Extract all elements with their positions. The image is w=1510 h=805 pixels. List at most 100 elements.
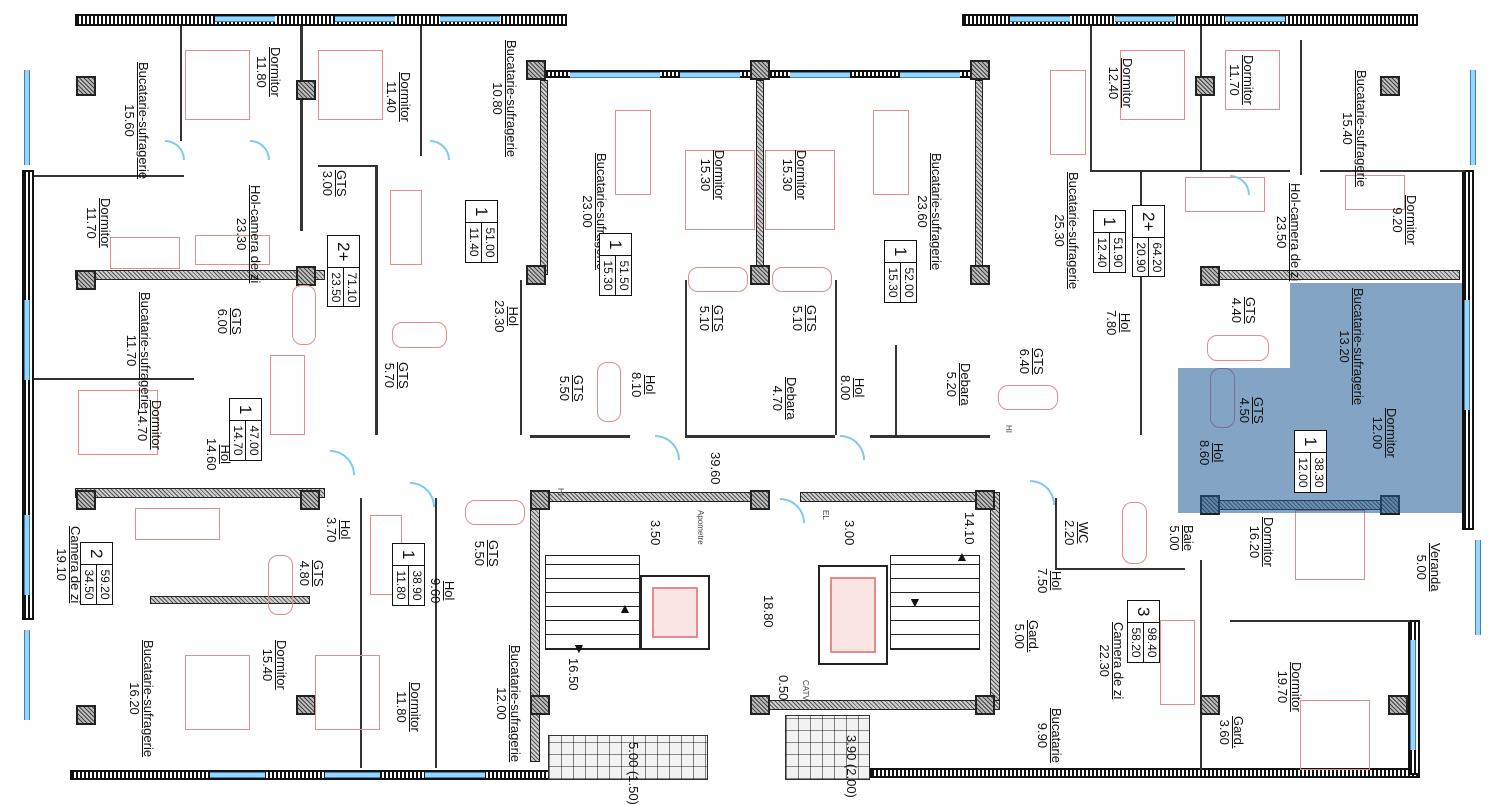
column [1195, 76, 1215, 96]
window [790, 72, 850, 78]
common-area-label: 3.00 [842, 520, 857, 546]
room-label: Gard.3.60 [1217, 716, 1246, 749]
partition-wall [520, 280, 522, 435]
column [296, 80, 316, 100]
window [24, 630, 30, 720]
bathtub [465, 500, 525, 525]
bathtub [268, 555, 293, 615]
door-swing [430, 140, 450, 160]
interior-wall [760, 700, 1000, 710]
door-swing [165, 140, 185, 160]
column [975, 695, 995, 715]
single-bed [110, 237, 180, 269]
window [680, 72, 740, 78]
window [1464, 300, 1470, 410]
window [24, 300, 30, 380]
bathtub [772, 267, 832, 292]
interior-wall [75, 270, 325, 280]
column [76, 705, 96, 725]
column [526, 265, 546, 285]
double-bed [318, 50, 383, 120]
partition-wall [1140, 170, 1142, 435]
interior-wall [530, 492, 770, 502]
double-bed [1295, 510, 1365, 580]
column [970, 60, 990, 80]
column [975, 490, 995, 510]
column [1388, 695, 1408, 715]
sofa [270, 355, 305, 435]
interior-wall [975, 80, 983, 275]
partition-wall [1090, 170, 1290, 172]
sofa [1185, 177, 1265, 212]
interior-wall [800, 492, 1000, 502]
column [750, 60, 770, 80]
entrance-platform-left [548, 735, 708, 780]
interior-wall [530, 492, 540, 762]
elevator-right [818, 565, 888, 665]
column [76, 270, 96, 290]
partition-wall [420, 26, 422, 156]
common-area-label: 39.60 [708, 452, 723, 485]
column [1380, 76, 1400, 96]
sofa [135, 508, 220, 540]
selected-apartment-highlight[interactable] [1178, 368, 1290, 513]
double-bed [765, 150, 835, 230]
partition-wall [180, 26, 182, 141]
window [1115, 16, 1175, 22]
partition-wall [1055, 568, 1185, 570]
partition-wall [34, 378, 194, 380]
partition-wall [1320, 170, 1465, 172]
partition-wall [895, 345, 897, 435]
door-swing [250, 140, 270, 160]
staircase-right [890, 555, 980, 650]
partition-wall [300, 26, 303, 231]
sofa [615, 110, 651, 195]
window [1010, 16, 1070, 22]
common-area-label: 3.50 [648, 520, 663, 546]
interior-wall [150, 596, 310, 604]
stair-direction-arrow: ▼ [572, 640, 586, 656]
interior-wall [75, 488, 325, 498]
stair-direction-arrow: ▲ [618, 600, 632, 616]
stair-direction-arrow: ▲ [955, 548, 969, 564]
bathtub [292, 285, 316, 345]
partition-wall [685, 280, 687, 435]
window [1225, 16, 1285, 22]
partition-wall [435, 498, 437, 768]
partition-wall [685, 435, 835, 438]
